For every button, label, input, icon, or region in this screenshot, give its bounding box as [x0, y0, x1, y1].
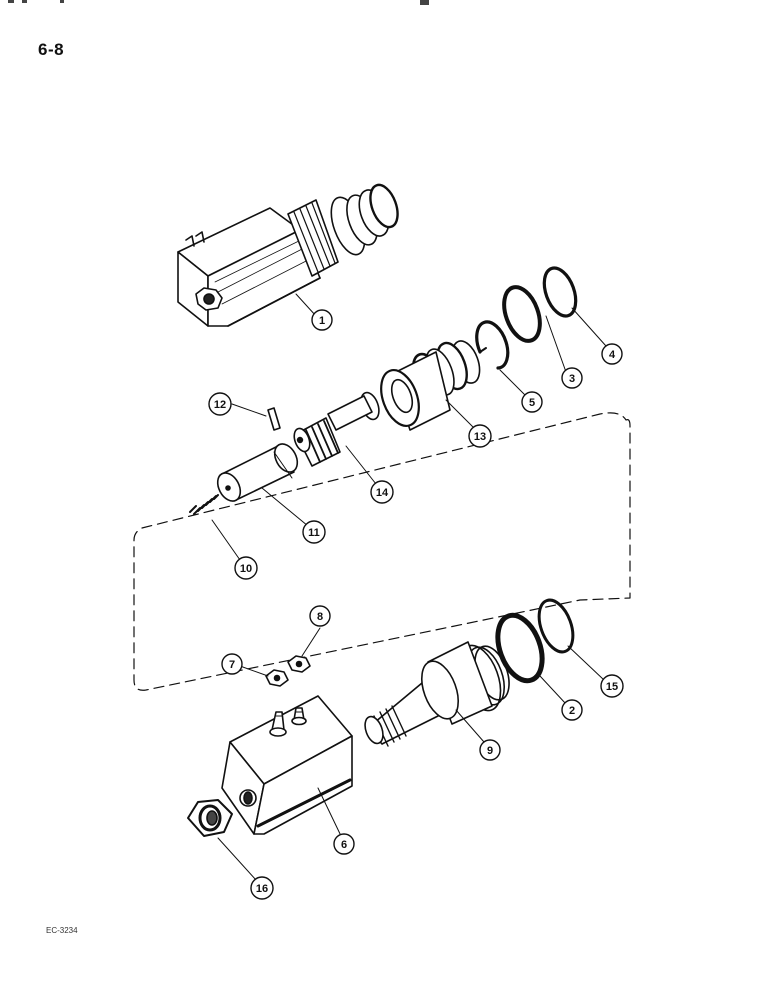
callout-13: 13: [468, 424, 492, 448]
svg-text:7: 7: [229, 659, 235, 671]
callout-14: 14: [370, 480, 394, 504]
callout-16: 16: [250, 876, 274, 900]
part-1-solenoid-valve: [177, 183, 399, 327]
callout-12: 12: [208, 392, 232, 416]
svg-text:12: 12: [214, 399, 226, 411]
callout-15: 15: [600, 674, 624, 698]
leader-lines: [211, 293, 607, 881]
svg-text:10: 10: [240, 563, 252, 575]
callout-7: 7: [221, 653, 243, 675]
callout-2: 2: [561, 699, 583, 721]
svg-text:15: 15: [606, 681, 618, 693]
svg-text:3: 3: [569, 373, 575, 385]
part-16-hex-nut: [187, 799, 233, 837]
part-2-o-ring: [495, 612, 545, 684]
callout-1: 1: [311, 309, 333, 331]
part-4-o-ring: [542, 266, 578, 318]
page-number: 6-8: [38, 40, 65, 59]
part-10-spring: [189, 494, 219, 515]
callout-8: 8: [309, 605, 331, 627]
part-14-spool: [293, 391, 380, 467]
top-crop-mark: [22, 0, 27, 3]
svg-text:9: 9: [487, 745, 493, 757]
callouts: 1 2 3 4 5 6 7 8 9 10 11 12 13 14 15 16: [208, 309, 624, 900]
part-8-nut: [287, 655, 311, 673]
part-7-nut: [265, 669, 289, 687]
svg-text:4: 4: [609, 349, 616, 361]
top-crop-mark: [420, 0, 429, 5]
part-3-o-ring: [502, 285, 542, 343]
svg-text:6: 6: [341, 839, 347, 851]
part-15-o-ring: [537, 598, 575, 654]
part-9-stem-tube: [364, 641, 510, 747]
part-6-coil: [221, 695, 353, 835]
svg-text:5: 5: [529, 397, 535, 409]
callout-10: 10: [234, 556, 258, 580]
svg-text:13: 13: [474, 431, 486, 443]
svg-text:16: 16: [256, 883, 268, 895]
callout-4: 4: [601, 343, 623, 365]
callout-6: 6: [333, 833, 355, 855]
top-crop-mark: [60, 0, 64, 3]
callout-11: 11: [302, 520, 326, 544]
part-12-pin: [267, 407, 281, 431]
callout-9: 9: [479, 739, 501, 761]
callout-3: 3: [561, 367, 583, 389]
reference-code: EC-3234: [46, 926, 78, 935]
svg-text:2: 2: [569, 705, 575, 717]
part-13-cartridge-body: [380, 340, 481, 431]
part-11-plunger-sleeve: [216, 443, 299, 502]
svg-text:8: 8: [317, 611, 323, 623]
top-crop-mark: [8, 0, 14, 3]
svg-text:1: 1: [319, 315, 325, 327]
svg-text:14: 14: [376, 487, 389, 499]
svg-text:11: 11: [308, 527, 320, 539]
part-5-snap-ring: [475, 320, 510, 370]
callout-5: 5: [521, 391, 543, 413]
dashed-group-outline: [133, 412, 631, 691]
